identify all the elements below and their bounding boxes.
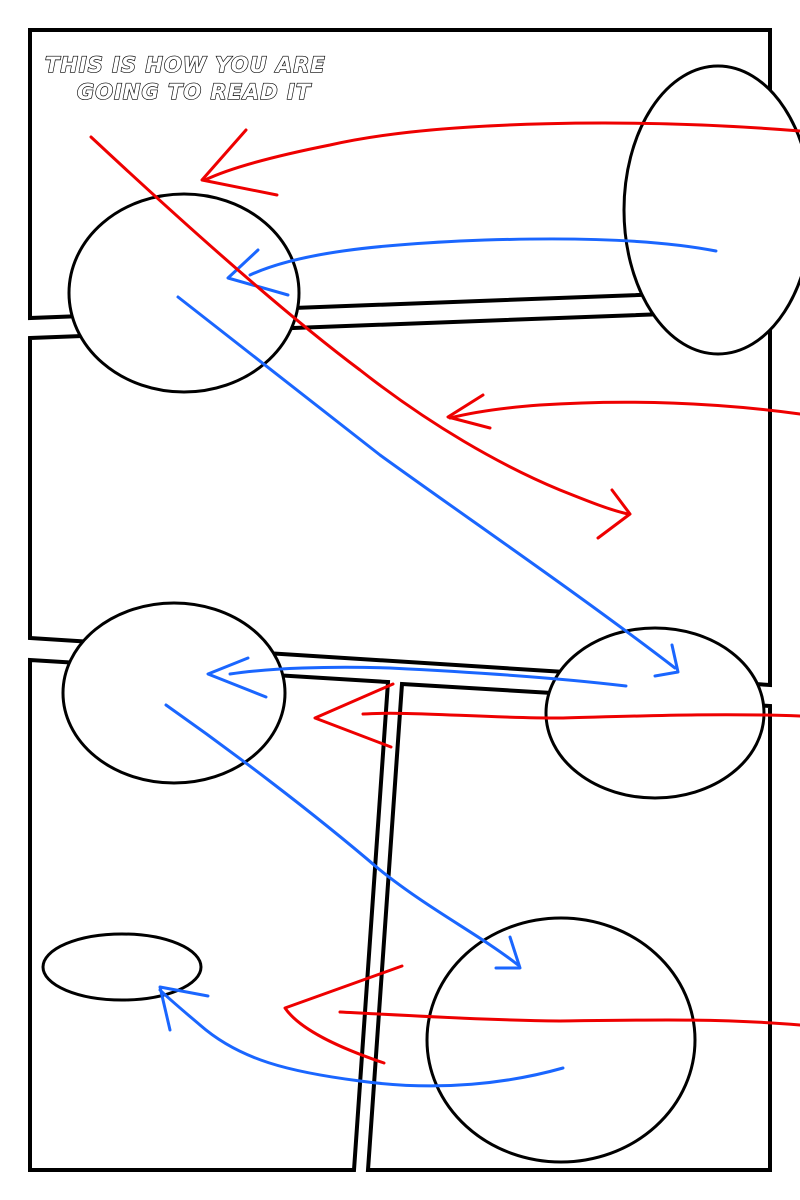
red-arrow-1-to-2-diagonal bbox=[89, 135, 630, 516]
blue-arrow-head-5 bbox=[158, 985, 210, 1032]
red-arrow-panel-4-row bbox=[338, 1010, 800, 1027]
red-arrow-panel-1-row bbox=[203, 121, 800, 182]
blue-arrow-head-4 bbox=[494, 935, 522, 970]
red-arrow-panel-2-row bbox=[448, 400, 800, 420]
caption-line-2: going to read it bbox=[77, 80, 312, 104]
blue-arrow-4-to-5 bbox=[164, 703, 520, 967]
red-arrow-head-1 bbox=[200, 128, 279, 197]
blue-arrow-head-2 bbox=[653, 643, 680, 678]
red-arrow-head-3 bbox=[446, 393, 492, 430]
speech-bubbles bbox=[41, 64, 800, 1164]
red-arrow-panel-3-row bbox=[361, 711, 800, 720]
speech-order-arrows bbox=[158, 237, 718, 1088]
red-arrow-head-2 bbox=[596, 488, 632, 540]
blue-arrow-3-to-4 bbox=[228, 665, 628, 688]
panel-order-arrows bbox=[89, 121, 800, 1065]
red-arrow-head-4 bbox=[313, 682, 395, 749]
speech-bubble-3 bbox=[544, 626, 766, 800]
blue-arrow-1-to-2 bbox=[248, 237, 718, 277]
blue-arrow-2-to-3 bbox=[176, 295, 677, 670]
blue-arrow-head-3 bbox=[206, 656, 268, 699]
speech-bubble-6 bbox=[41, 932, 203, 1002]
speech-bubble-5 bbox=[425, 916, 697, 1164]
blue-arrow-5-to-6 bbox=[158, 988, 565, 1088]
caption: This is how you are going to read it bbox=[44, 52, 326, 104]
speech-bubble-2 bbox=[67, 192, 301, 394]
red-arrow-head-5 bbox=[283, 964, 404, 1065]
speech-bubble-1 bbox=[622, 64, 800, 356]
blue-arrow-head-1 bbox=[226, 248, 290, 297]
caption-line-1: This is how you are bbox=[45, 53, 326, 77]
panel-2 bbox=[28, 307, 772, 688]
speech-bubble-4 bbox=[61, 601, 287, 785]
